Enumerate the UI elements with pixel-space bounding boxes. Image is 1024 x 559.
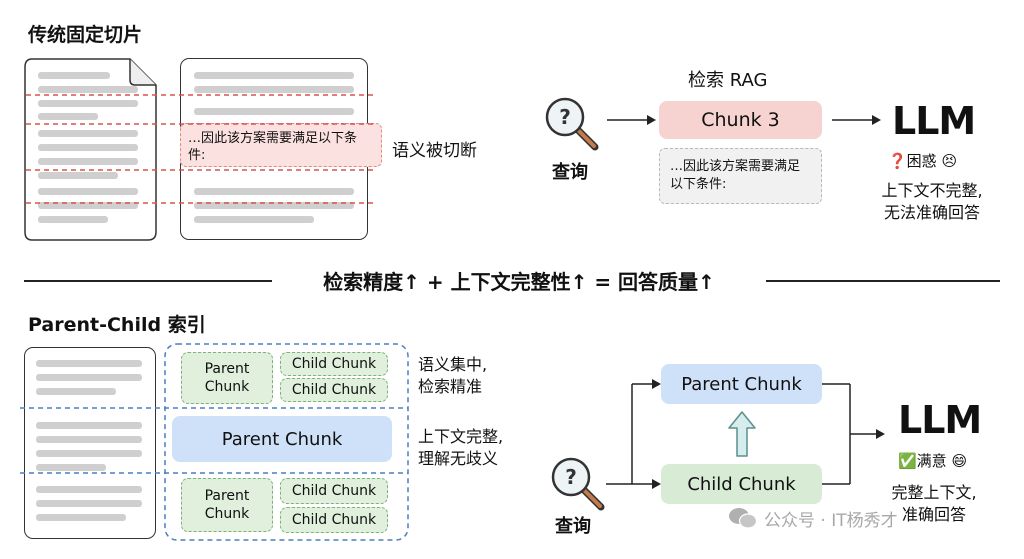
watermark: 公众号 · IT杨秀才 [764, 511, 898, 531]
note-focused-line2: 检索精准 [418, 377, 483, 396]
note-focused-line1: 语义集中, [418, 355, 488, 374]
divider-formula: 检索精度↑ + 上下文完整性↑ = 回答质量↑ [323, 270, 715, 294]
svg-text:?: ? [559, 105, 571, 129]
top-result-line2: 无法准确回答 [883, 203, 980, 222]
arrow-right-icon [607, 115, 656, 125]
bottom-result-line1: 完整上下文, [891, 483, 977, 502]
svg-text:?: ? [565, 465, 577, 489]
satisfied-status: ✅满意 😄 [898, 452, 968, 470]
query-label-bottom: 查询 [555, 516, 591, 537]
parent-chunk-small-1: Parent Chunk [181, 352, 273, 404]
arrow-up-icon [728, 411, 756, 457]
section-title-parent-child: Parent-Child 索引 [28, 314, 206, 336]
retrieved-chunk-box: Chunk 3 [659, 101, 822, 139]
parent-chunk-large: Parent Chunk [172, 416, 392, 462]
cut-chunk-text: …因此该方案需要满足以下条件: [188, 131, 358, 163]
child-chunk-2: Child Chunk [280, 378, 388, 402]
llm-label-bottom: LLM [898, 398, 982, 442]
retrieval-label: 检索 RAG [688, 70, 768, 91]
arrow-right-icon [832, 115, 881, 125]
parent-chunk-boundaries [20, 343, 409, 541]
cut-lines [26, 94, 376, 204]
child-chunk-4: Child Chunk [280, 507, 388, 533]
flow-child-chunk: Child Chunk [661, 464, 822, 504]
confused-status: ❓困惑 😣 [888, 152, 958, 170]
bottom-result-line2: 准确回答 [901, 505, 966, 524]
note-context-line1: 上下文完整, [418, 427, 504, 446]
section-title-traditional: 传统固定切片 [28, 24, 143, 46]
parent-chunk-small-2: Parent Chunk [181, 478, 273, 532]
query-magnifier-icon: ? [545, 97, 599, 151]
divider-line-right [766, 280, 1000, 282]
retrieved-chunk-content: …因此该方案需要满足以下条件: [659, 148, 822, 204]
query-magnifier-icon: ? [551, 457, 605, 511]
top-result-line1: 上下文不完整, [881, 181, 983, 200]
flow-connectors [606, 379, 885, 489]
semantic-cut-label: 语义被切断 [392, 141, 477, 161]
child-chunk-3: Child Chunk [280, 478, 388, 504]
child-chunk-1: Child Chunk [280, 352, 388, 376]
wechat-icon [729, 508, 758, 529]
llm-label-top: LLM [892, 99, 976, 143]
flow-parent-chunk: Parent Chunk [661, 364, 822, 404]
query-label: 查询 [552, 162, 588, 183]
note-context-line2: 理解无歧义 [418, 449, 499, 468]
divider-line-left [24, 280, 272, 282]
